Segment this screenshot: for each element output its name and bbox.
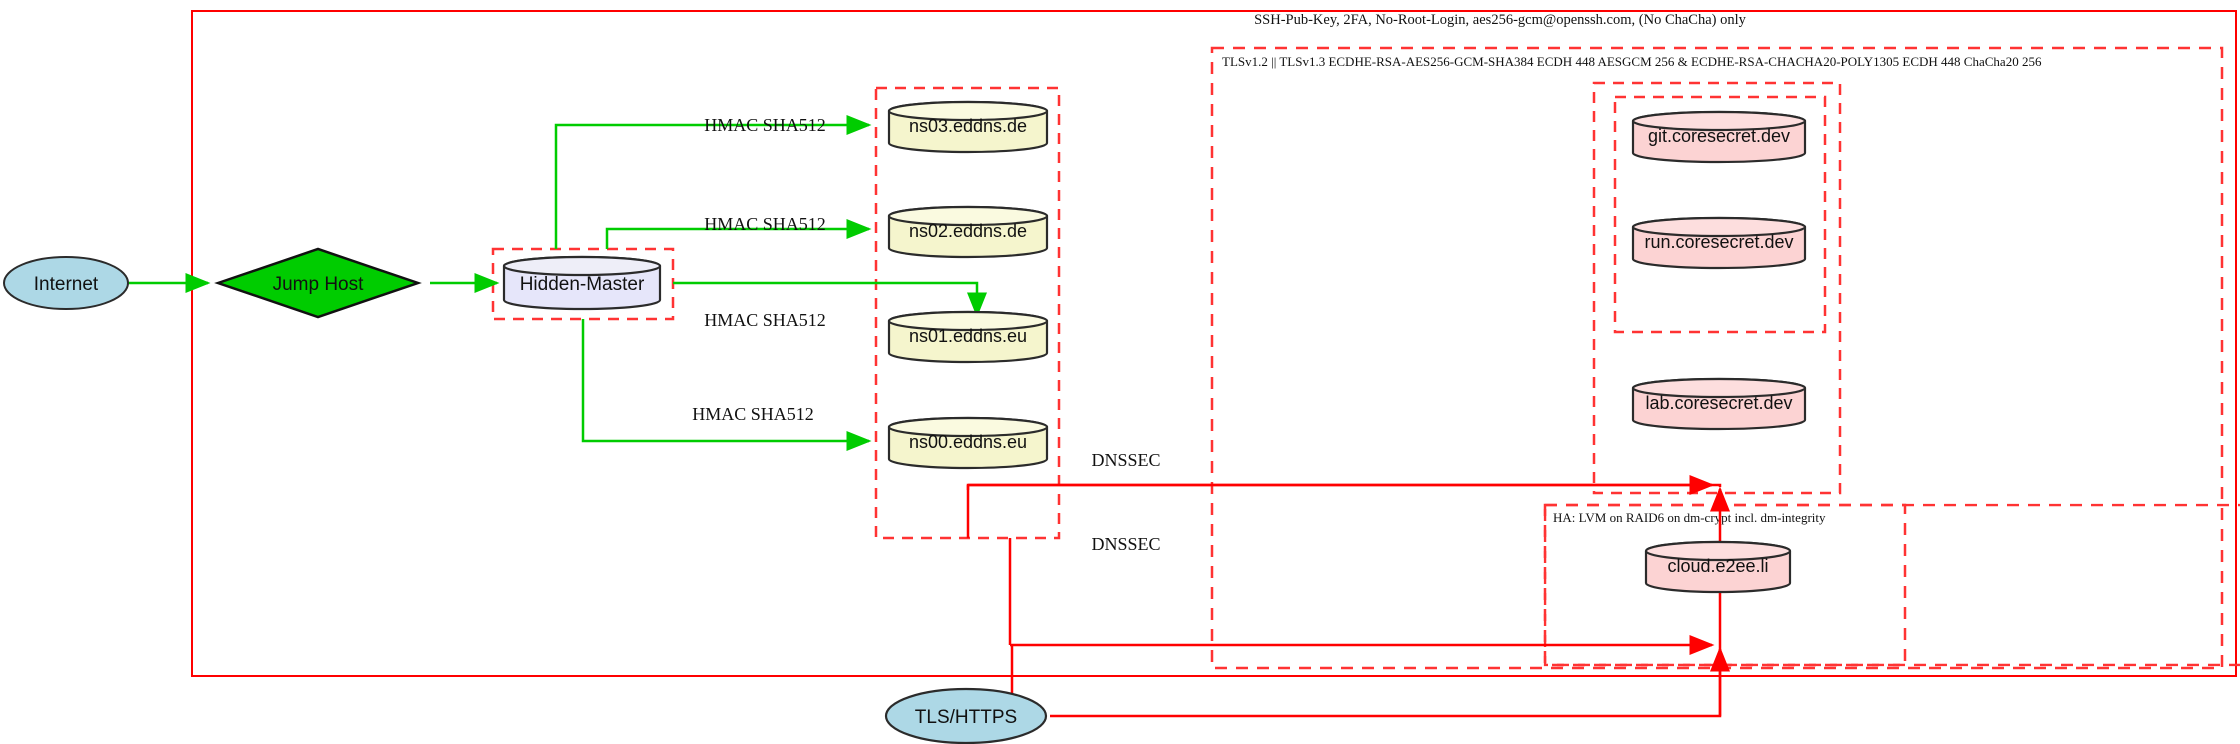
node-ns01-label: ns01.eddns.eu	[909, 326, 1027, 346]
node-internet-label: Internet	[34, 274, 99, 295]
coresecret-inner-boundary-box	[1613, 95, 1827, 334]
node-ns00-label: ns00.eddns.eu	[909, 432, 1027, 452]
node-ns03[interactable]: ns03.eddns.de	[887, 100, 1049, 154]
node-ns02-label: ns02.eddns.de	[909, 221, 1027, 241]
node-hidden-master-label: Hidden-Master	[520, 274, 645, 295]
node-lab-coresecret-label: lab.coresecret.dev	[1645, 393, 1792, 413]
ssh-boundary-label: SSH-Pub-Key, 2FA, No-Root-Login, aes256-…	[1254, 12, 1747, 28]
ha-boundary-box	[1545, 505, 2240, 665]
node-git-coresecret[interactable]: git.coresecret.dev	[1631, 110, 1807, 164]
edge-master-ns02	[605, 219, 872, 249]
edge-label-hmac-3: HMAC SHA512	[704, 310, 826, 330]
node-ns02[interactable]: ns02.eddns.de	[887, 205, 1049, 259]
node-hidden-master[interactable]: Hidden-Master	[502, 255, 662, 311]
edge-label-hmac-4: HMAC SHA512	[692, 404, 814, 424]
edge-label-hmac-1: HMAC SHA512	[704, 115, 826, 135]
node-internet[interactable]: Internet	[3, 256, 129, 310]
node-lab-coresecret[interactable]: lab.coresecret.dev	[1631, 377, 1807, 431]
tls-boundary-label: TLSv1.2 || TLSv1.3 ECDHE-RSA-AES256-GCM-…	[1222, 54, 2042, 69]
node-tls-https[interactable]: TLS/HTTPS	[884, 687, 1048, 744]
node-jump-host[interactable]: Jump Host	[214, 247, 422, 319]
edge-label-hmac-2: HMAC SHA512	[704, 214, 826, 234]
ha-boundary-label: HA: LVM on RAID6 on dm-crypt incl. dm-in…	[1553, 510, 1826, 525]
node-tls-https-label: TLS/HTTPS	[915, 707, 1017, 728]
node-jump-host-label: Jump Host	[273, 274, 365, 295]
node-ns03-label: ns03.eddns.de	[909, 116, 1027, 136]
edge-label-dnssec-1: DNSSEC	[1091, 450, 1160, 470]
node-ns01[interactable]: ns01.eddns.eu	[887, 310, 1049, 364]
edge-master-ns00	[581, 319, 872, 451]
node-cloud-e2ee[interactable]: cloud.e2ee.li	[1644, 540, 1792, 594]
edge-master-ns01	[673, 281, 987, 318]
edge-master-ns03	[554, 115, 872, 249]
tls-boundary-box	[1210, 46, 2224, 670]
ssh-boundary-box	[191, 10, 2237, 677]
node-ns00[interactable]: ns00.eddns.eu	[887, 416, 1049, 470]
edge-label-dnssec-2: DNSSEC	[1091, 534, 1160, 554]
node-run-coresecret[interactable]: run.coresecret.dev	[1631, 216, 1807, 270]
node-git-coresecret-label: git.coresecret.dev	[1648, 126, 1790, 146]
node-cloud-e2ee-label: cloud.e2ee.li	[1667, 556, 1768, 576]
edge-tls-to-cloud	[1050, 560, 1722, 718]
node-run-coresecret-label: run.coresecret.dev	[1644, 232, 1793, 252]
